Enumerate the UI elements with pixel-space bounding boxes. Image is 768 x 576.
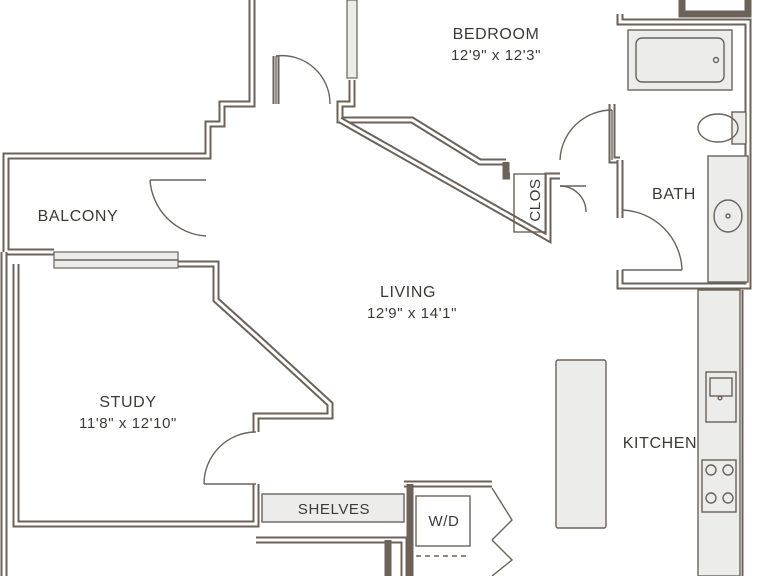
shelves-unit (261, 493, 405, 523)
closet-label: CLOS (527, 178, 544, 221)
closet-area (513, 173, 547, 233)
shelves-label: SHELVES (298, 501, 370, 518)
kitchen-counter (697, 289, 741, 576)
kitchen-island (555, 359, 607, 529)
bedroom-label: BEDROOM (453, 26, 540, 43)
living-label: LIVING (380, 284, 436, 301)
bathtub (627, 29, 733, 91)
study-dimensions: 11'8" x 12'10" (79, 415, 177, 432)
washer-dryer-label: W/D (429, 513, 460, 530)
living-dimensions: 12'9" x 14'1" (367, 305, 457, 322)
study-label: STUDY (99, 394, 156, 411)
kitchen-label: KITCHEN (623, 435, 697, 452)
bath-vanity (707, 155, 749, 283)
bedroom-window (346, 0, 358, 79)
bath-label: BATH (652, 186, 696, 203)
bedroom-dimensions: 12'9" x 12'3" (451, 47, 541, 64)
toilet (697, 111, 747, 145)
balcony-label: BALCONY (38, 208, 119, 225)
door-swings (149, 54, 683, 576)
washer-dryer (415, 495, 471, 557)
